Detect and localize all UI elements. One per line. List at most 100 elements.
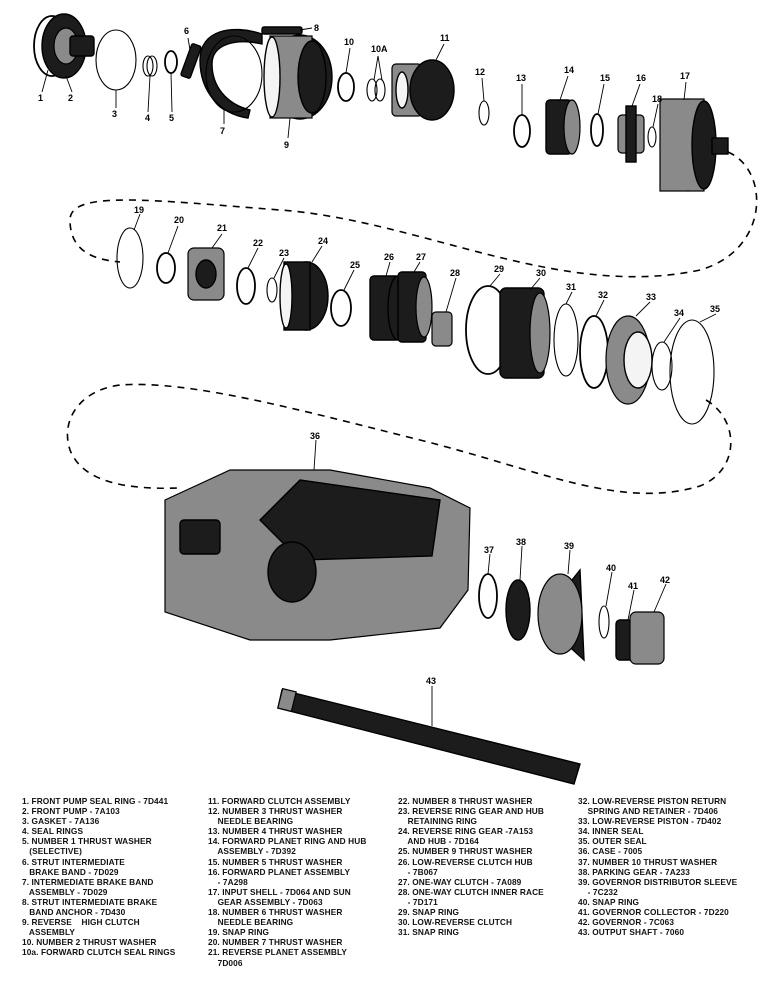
legend-entry: 35. OUTER SEAL	[578, 836, 647, 847]
legend-entry: - 7D171	[398, 896, 438, 907]
legend-entry: 15. NUMBER 5 THRUST WASHER	[208, 856, 343, 867]
callout-35: 35	[710, 304, 720, 314]
legend-entry: 20. NUMBER 7 THRUST WASHER	[208, 937, 343, 948]
legend-entry: 4. SEAL RINGS	[22, 826, 84, 837]
part-10a-forward-clutch-seal-rings	[366, 78, 386, 102]
legend-entry: 40. SNAP RING	[578, 896, 640, 907]
part-7-intermediate-brake-band	[199, 28, 263, 119]
part-36-case	[164, 469, 471, 641]
legend-entry: 41. GOVERNOR COLLECTOR - 7D220	[578, 907, 729, 918]
legend-entry: - 7B067	[398, 866, 438, 877]
callout-4: 4	[145, 113, 150, 123]
part-42-governor	[629, 611, 665, 665]
legend-entry: 38. PARKING GEAR - 7A233	[578, 866, 690, 877]
connector-path-1	[69, 151, 758, 278]
callout-37: 37	[484, 545, 494, 555]
callout-22: 22	[253, 238, 263, 248]
part-28-one-way-clutch-inner-race	[431, 311, 453, 347]
callout-33: 33	[646, 292, 656, 302]
legend-entry: 7D006	[208, 957, 243, 968]
legend-entry: 19. SNAP RING	[208, 927, 270, 938]
parts-legend: 1. FRONT PUMP SEAL RING - 7D441 2. FRONT…	[22, 796, 774, 978]
part-40-snap-ring	[598, 605, 610, 639]
legend-entry: 11. FORWARD CLUTCH ASSEMBLY	[208, 796, 351, 806]
callout-3: 3	[112, 109, 117, 119]
callout-13: 13	[516, 73, 526, 83]
part-38-parking-gear	[505, 579, 531, 641]
legend-entry: NEEDLE BEARING	[208, 917, 294, 928]
part-39-governor-distributor-sleeve	[537, 568, 585, 662]
callout-26: 26	[384, 252, 394, 262]
legend-entry: 29. SNAP RING	[398, 907, 460, 918]
legend-entry: 9. REVERSE HIGH CLUTCH	[22, 917, 140, 928]
legend-entry: 18. NUMBER 6 THRUST WASHER	[208, 907, 343, 918]
callout-8: 8	[314, 23, 319, 33]
callout-9: 9	[284, 140, 289, 150]
callout-5: 5	[169, 113, 174, 123]
legend-entry: (SELECTIVE)	[22, 846, 82, 857]
callout-15: 15	[600, 73, 610, 83]
legend-entry: 39. GOVERNOR DISTRIBUTOR SLEEVE	[578, 876, 738, 887]
callout-20: 20	[174, 215, 184, 225]
legend-entry: 8. STRUT INTERMEDIATE BRAKE	[22, 896, 158, 907]
callout-36: 36	[310, 431, 320, 441]
callout-42: 42	[660, 575, 670, 585]
part-32-piston-return-spring	[579, 315, 609, 389]
legend-entry: 22. NUMBER 8 THRUST WASHER	[398, 796, 533, 806]
legend-entry: 17. INPUT SHELL - 7D064 AND SUN	[208, 886, 351, 897]
callout-19: 19	[134, 205, 144, 215]
callout-39: 39	[564, 541, 574, 551]
legend-entry: 28. ONE-WAY CLUTCH INNER RACE	[398, 886, 544, 897]
part-21-reverse-planet	[187, 247, 225, 301]
legend-entry: 5. NUMBER 1 THRUST WASHER	[22, 836, 152, 847]
part-18-number-6-thrust-washer	[647, 126, 657, 148]
legend-entry: ASSEMBLY - 7D029	[22, 886, 108, 897]
connector-path-2	[66, 383, 732, 495]
legend-entry: 10a. FORWARD CLUTCH SEAL RINGS	[22, 947, 176, 958]
callout-18: 18	[652, 94, 662, 104]
legend-entry: BRAKE BAND - 7D029	[22, 866, 119, 877]
part-11-forward-clutch	[391, 59, 455, 121]
callout-17: 17	[680, 71, 690, 81]
callout-6: 6	[184, 26, 189, 36]
part-9-reverse-high-clutch	[263, 34, 333, 120]
part-43-output-shaft	[277, 687, 581, 785]
callout-16: 16	[636, 73, 646, 83]
callout-34: 34	[674, 308, 684, 318]
callout-43: 43	[426, 676, 436, 686]
callout-1: 1	[38, 93, 43, 103]
callout-10: 10	[344, 37, 354, 47]
legend-entry: 34. INNER SEAL	[578, 826, 644, 837]
legend-entry: 24. REVERSE RING GEAR -7A153	[398, 826, 534, 837]
legend-column-4: 32. LOW-REVERSE PISTON RETURN SPRING AND…	[578, 796, 778, 937]
legend-column-1: 1. FRONT PUMP SEAL RING - 7D441 2. FRONT…	[22, 796, 204, 958]
callout-40: 40	[606, 563, 616, 573]
callout-7: 7	[220, 126, 225, 136]
legend-entry: 42. GOVERNOR - 7C063	[578, 917, 675, 928]
legend-entry: 23. REVERSE RING GEAR AND HUB	[398, 806, 544, 817]
part-4-seal-rings	[142, 55, 158, 77]
legend-entry: 16. FORWARD PLANET ASSEMBLY	[208, 866, 351, 877]
part-20-number-7-thrust-washer	[156, 252, 176, 284]
legend-entry: - 7A298	[208, 876, 248, 887]
legend-entry: 21. REVERSE PLANET ASSEMBLY	[208, 947, 348, 958]
legend-entry: 36. CASE - 7005	[578, 846, 643, 857]
part-16-forward-planet	[617, 105, 645, 163]
callout-12: 12	[475, 67, 485, 77]
legend-entry: GEAR ASSEMBLY - 7D063	[208, 896, 323, 907]
callout-24: 24	[318, 236, 328, 246]
part-23-retaining-ring	[266, 277, 278, 303]
legend-column-3: 22. NUMBER 8 THRUST WASHER 23. REVERSE R…	[398, 796, 578, 937]
legend-entry: 25. NUMBER 9 THRUST WASHER	[398, 846, 533, 857]
callout-41: 41	[628, 581, 638, 591]
part-2-front-pump	[41, 13, 95, 79]
callout-25: 25	[350, 260, 360, 270]
legend-entry: 26. LOW-REVERSE CLUTCH HUB	[398, 856, 533, 867]
callout-21: 21	[217, 223, 227, 233]
part-14-forward-planet-ring-hub	[545, 99, 581, 155]
part-34-inner-seal	[651, 341, 673, 391]
part-10-number-2-thrust-washer	[337, 72, 355, 102]
callout-29: 29	[494, 264, 504, 274]
part-13-number-4-thrust-washer	[513, 114, 531, 148]
part-3-gasket	[95, 29, 137, 91]
